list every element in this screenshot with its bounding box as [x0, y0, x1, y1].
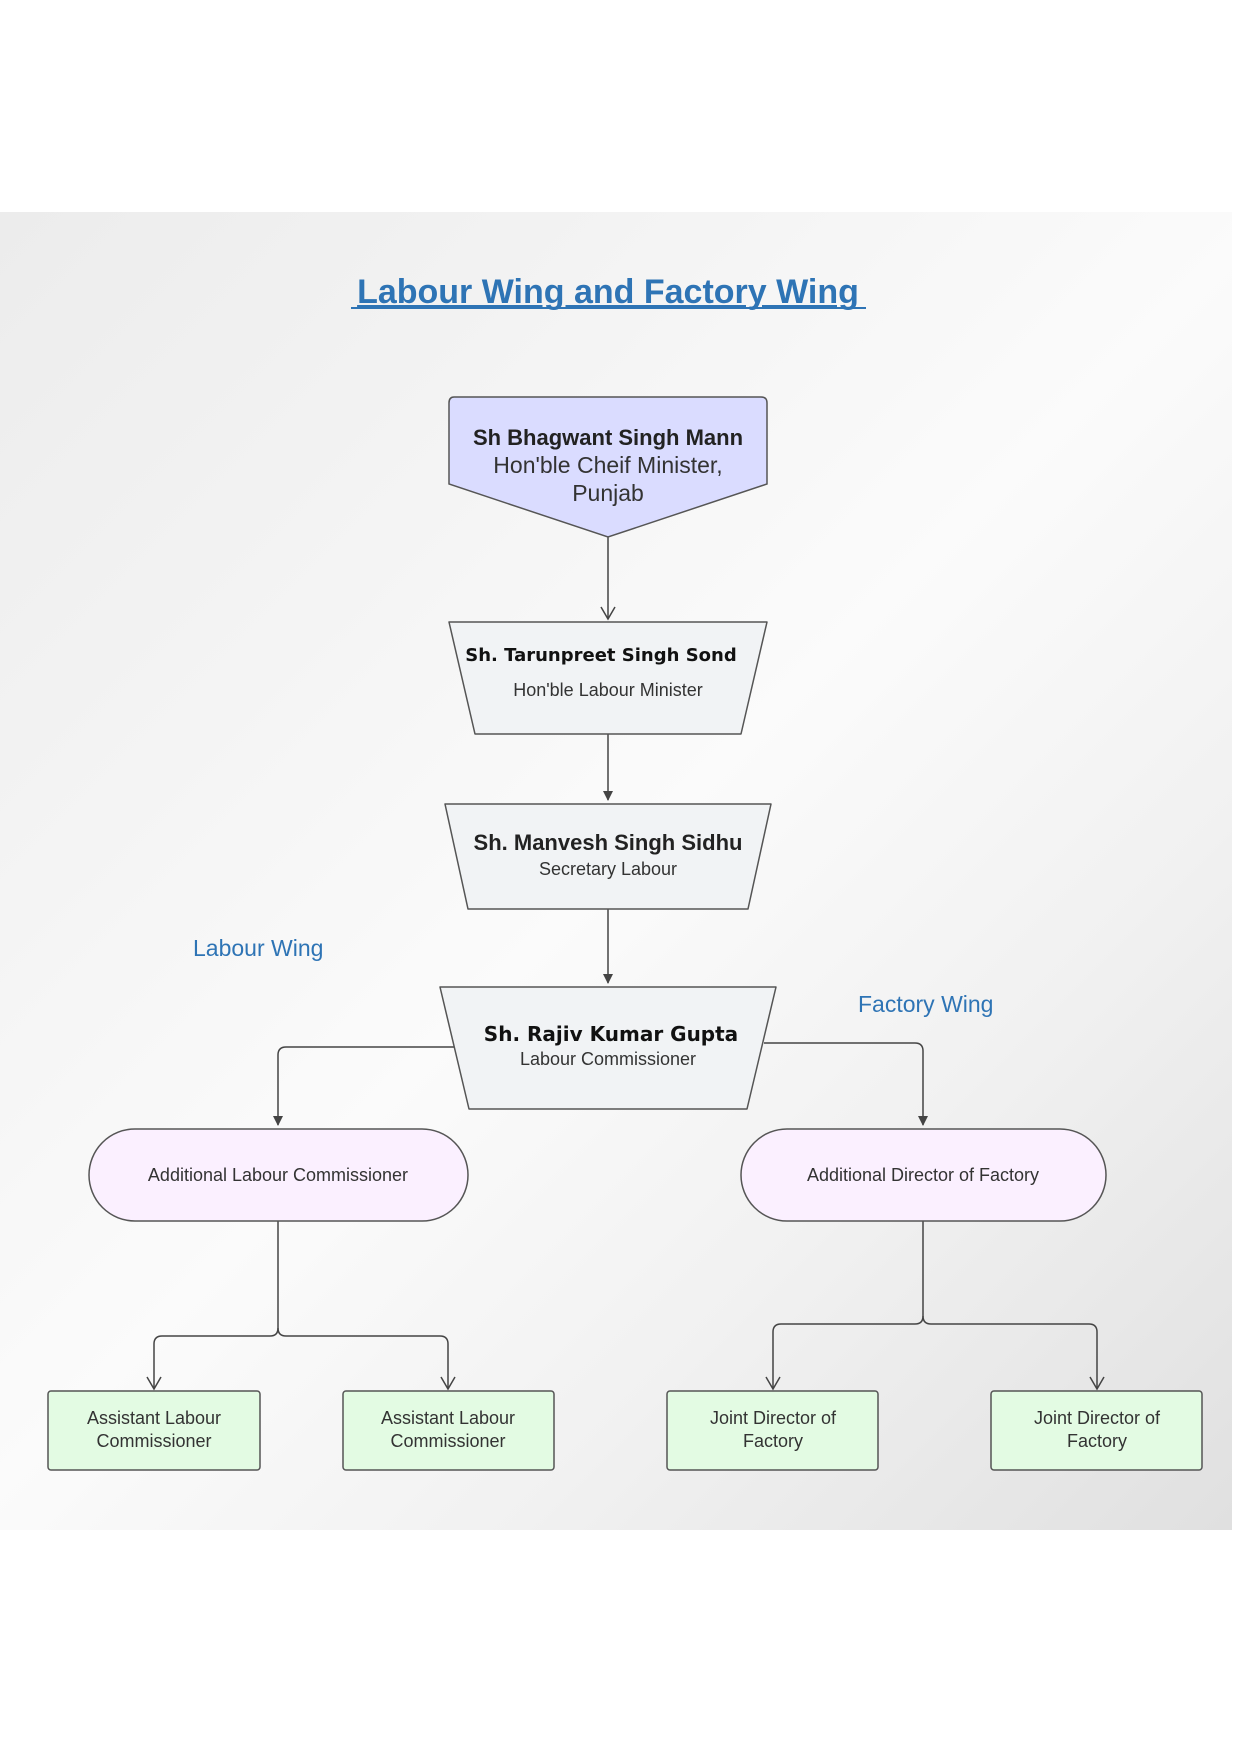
joint-director-1-line1: Joint Director of: [710, 1408, 837, 1428]
node-assistant-labour-commissioner-1: Assistant Labour Commissioner: [47, 1390, 261, 1471]
node-chief-minister: Sh Bhagwant Singh Mann Hon'ble Cheif Min…: [448, 396, 768, 538]
connectors: [146, 537, 1105, 1391]
joint-director-2-line2: Factory: [1067, 1431, 1127, 1451]
node-assistant-labour-commissioner-2: Assistant Labour Commissioner: [342, 1390, 555, 1471]
page-title: Labour Wing and Factory Wing: [357, 273, 859, 311]
assistant-labour-1-line2: Commissioner: [96, 1431, 211, 1451]
node-labour-commissioner: Sh. Rajiv Kumar Gupta Labour Commissione…: [439, 986, 777, 1110]
arrowhead-icon: [918, 1116, 928, 1126]
connector-to-joint-director-1: [772, 1315, 924, 1388]
connector-to-joint-director-2: [922, 1315, 1098, 1388]
assistant-labour-2-line1: Assistant Labour: [381, 1408, 515, 1428]
joint-director-2-line1: Joint Director of: [1034, 1408, 1161, 1428]
arrowhead-icon: [146, 1376, 162, 1391]
node-additional-director-factory: Additional Director of Factory: [740, 1128, 1107, 1222]
node-labour-minister: Sh. Tarunpreet Singh Sond Hon'ble Labour…: [448, 621, 768, 735]
commissioner-role: Labour Commissioner: [520, 1049, 696, 1069]
arrowhead-icon: [765, 1376, 781, 1391]
node-joint-director-factory-1: Joint Director of Factory: [666, 1390, 879, 1471]
secretary-name: Sh. Manvesh Singh Sidhu: [474, 830, 743, 855]
additional-labour-commissioner-label: Additional Labour Commissioner: [148, 1165, 408, 1185]
node-joint-director-factory-2: Joint Director of Factory: [990, 1390, 1203, 1471]
arrowhead-icon: [603, 974, 613, 984]
labour-minister-name: Sh. Tarunpreet Singh Sond: [465, 645, 737, 666]
factory-wing-label: Factory Wing: [858, 991, 993, 1017]
arrowhead-icon: [603, 791, 613, 801]
connector-to-assistant-1: [153, 1327, 279, 1388]
commissioner-name: Sh. Rajiv Kumar Gupta: [484, 1022, 738, 1046]
connector-commissioner-to-additional-labour: [277, 1046, 454, 1125]
joint-director-1-line2: Factory: [743, 1431, 803, 1451]
node-additional-labour-commissioner: Additional Labour Commissioner: [88, 1128, 469, 1222]
connector-to-assistant-2: [277, 1327, 449, 1388]
chief-minister-state: Punjab: [572, 480, 644, 506]
labour-minister-role: Hon'ble Labour Minister: [513, 680, 703, 700]
labour-wing-label: Labour Wing: [193, 935, 323, 961]
chief-minister-role: Hon'ble Cheif Minister,: [493, 452, 722, 478]
arrowhead-icon: [440, 1376, 456, 1391]
assistant-labour-1-line1: Assistant Labour: [87, 1408, 221, 1428]
chief-minister-name: Sh Bhagwant Singh Mann: [473, 425, 743, 450]
secretary-role: Secretary Labour: [539, 859, 677, 879]
assistant-labour-2-line2: Commissioner: [390, 1431, 505, 1451]
connector-commissioner-to-additional-factory: [764, 1042, 924, 1125]
additional-director-factory-label: Additional Director of Factory: [807, 1165, 1039, 1185]
arrowhead-icon: [600, 606, 616, 621]
node-secretary: Sh. Manvesh Singh Sidhu Secretary Labour: [444, 803, 772, 910]
arrowhead-icon: [1089, 1376, 1105, 1391]
arrowhead-icon: [273, 1116, 283, 1126]
